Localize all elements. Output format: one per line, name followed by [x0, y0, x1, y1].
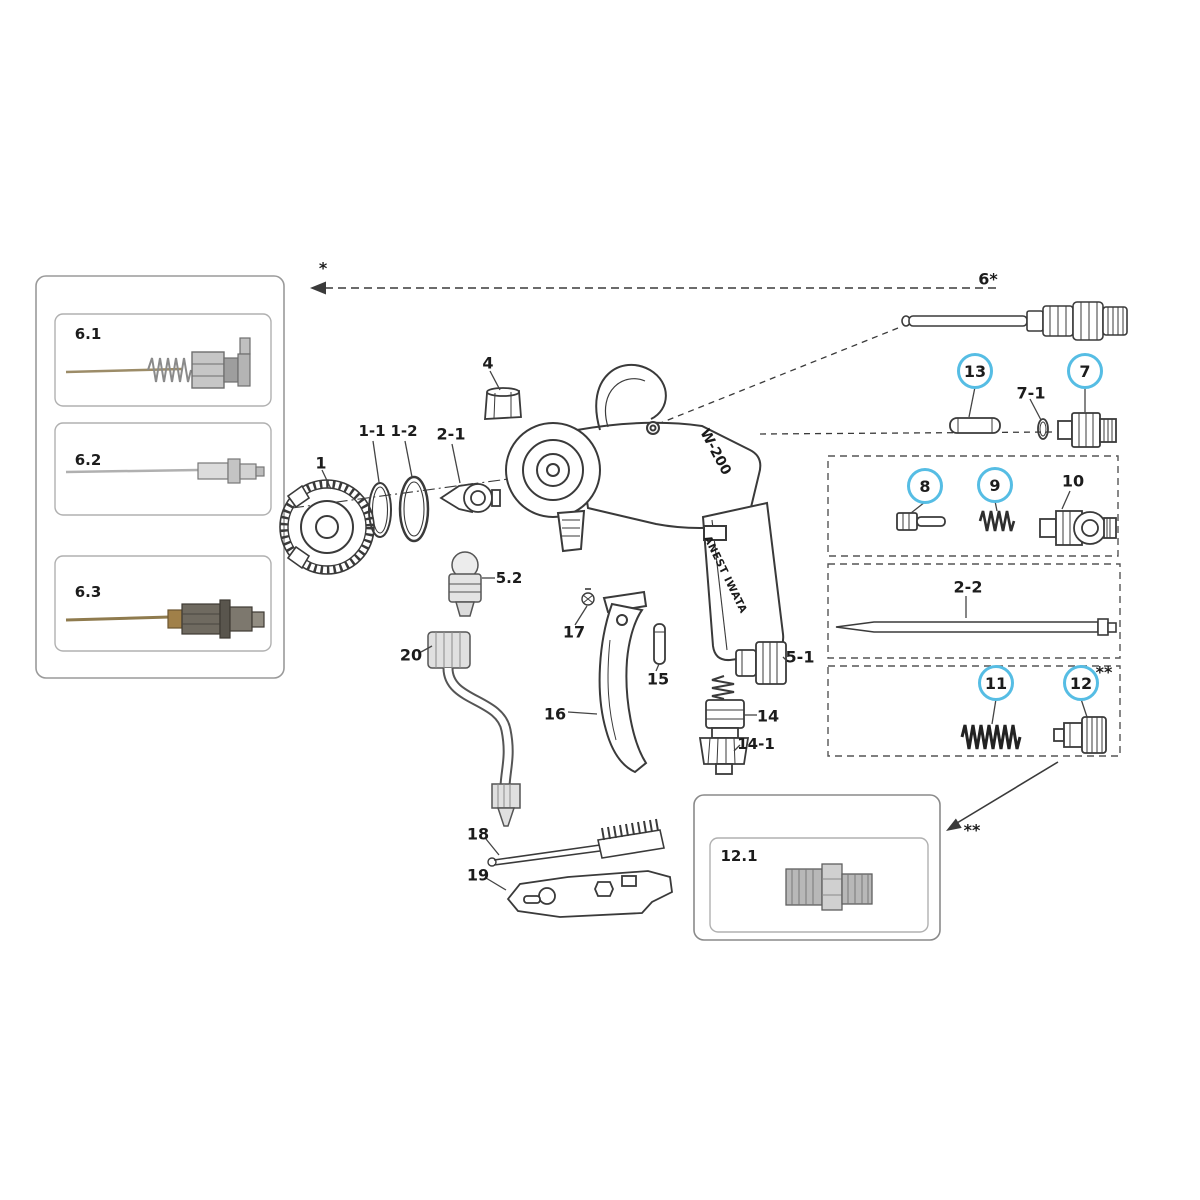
left-panel — [35, 275, 285, 679]
label-part-1-2: 1-2 — [390, 422, 418, 440]
label-part-6-2: 6.2 — [74, 451, 102, 469]
part-18-brush — [487, 818, 665, 867]
spray-gun-body: W-200 ANEST IWATA — [505, 364, 785, 662]
label-part-6: 6* — [978, 269, 998, 289]
leader-lines — [321, 370, 1088, 891]
part-12-1-box — [693, 794, 941, 941]
part-6-3-drawing — [65, 599, 265, 639]
label-part-7-1: 7-1 — [1016, 383, 1046, 403]
label-part-13: 13 — [957, 353, 993, 389]
label-part-17: 17 — [562, 622, 586, 642]
label-part-20: 20 — [399, 645, 423, 665]
part-15-pin — [653, 623, 666, 665]
part-10-drawing — [1039, 510, 1117, 546]
part-14-drawing — [698, 675, 750, 775]
part-12-knob — [1053, 716, 1107, 754]
label-part-14: 14 — [756, 706, 780, 726]
label-part-1: 1 — [315, 453, 327, 473]
part-1-1-oring — [368, 482, 392, 538]
label-part-6-3: 6.3 — [74, 583, 102, 601]
label-part-18: 18 — [466, 824, 490, 844]
label-part-8: 8 — [907, 468, 943, 504]
dashed-connectors — [291, 327, 1053, 509]
label-part-14-1: 14-1 — [737, 735, 775, 753]
part-5-1-drawing — [735, 641, 787, 685]
label-part-16: 16 — [543, 704, 567, 724]
part-2-2-needle — [835, 618, 1117, 636]
part-7-1-oring — [1037, 418, 1049, 440]
label-part-1-1: 1-1 — [358, 422, 386, 440]
part-7-drawing — [1057, 412, 1117, 448]
part-1-2-oring — [398, 475, 430, 543]
part-20-elbow — [427, 631, 521, 827]
marker-double-star-lower: ** — [963, 820, 981, 840]
part-9-spring — [978, 510, 1016, 532]
part-2-1-nozzle — [439, 482, 501, 514]
label-part-7: 7 — [1067, 353, 1103, 389]
part-16-trigger — [598, 590, 648, 774]
top-reference-arrow — [310, 281, 996, 295]
label-part-12: 12 — [1063, 665, 1099, 701]
bottom-reference-arrow — [946, 761, 1059, 831]
label-part-2-2: 2-2 — [953, 577, 983, 597]
part-8-drawing — [896, 512, 946, 531]
part-1-air-cap — [279, 479, 375, 575]
part-6-2-drawing — [65, 458, 265, 484]
label-part-15: 15 — [646, 669, 670, 689]
part-6-drawing — [901, 301, 1128, 341]
part-4-drawing — [484, 387, 522, 420]
label-part-9: 9 — [977, 467, 1013, 503]
label-part-5-1: 5-1 — [785, 647, 815, 667]
label-part-12-1: 12.1 — [720, 847, 758, 865]
marker-star: * — [318, 258, 328, 278]
marker-double-star-upper: ** — [1095, 662, 1113, 682]
label-part-10: 10 — [1061, 471, 1085, 491]
label-part-11: 11 — [978, 665, 1014, 701]
part-11-spring — [960, 724, 1022, 750]
label-part-2-1: 2-1 — [436, 424, 466, 444]
group-boxes — [827, 455, 1121, 757]
label-part-5-2: 5.2 — [495, 569, 523, 587]
label-part-6-1: 6.1 — [74, 325, 102, 343]
part-19-wrench — [506, 870, 673, 918]
label-part-19: 19 — [466, 865, 490, 885]
part-6-1-drawing — [65, 337, 251, 389]
label-part-4: 4 — [482, 353, 494, 373]
part-13-drawing — [949, 417, 1001, 434]
part-17-screw — [581, 588, 595, 606]
part-5-2-drawing — [448, 551, 482, 617]
